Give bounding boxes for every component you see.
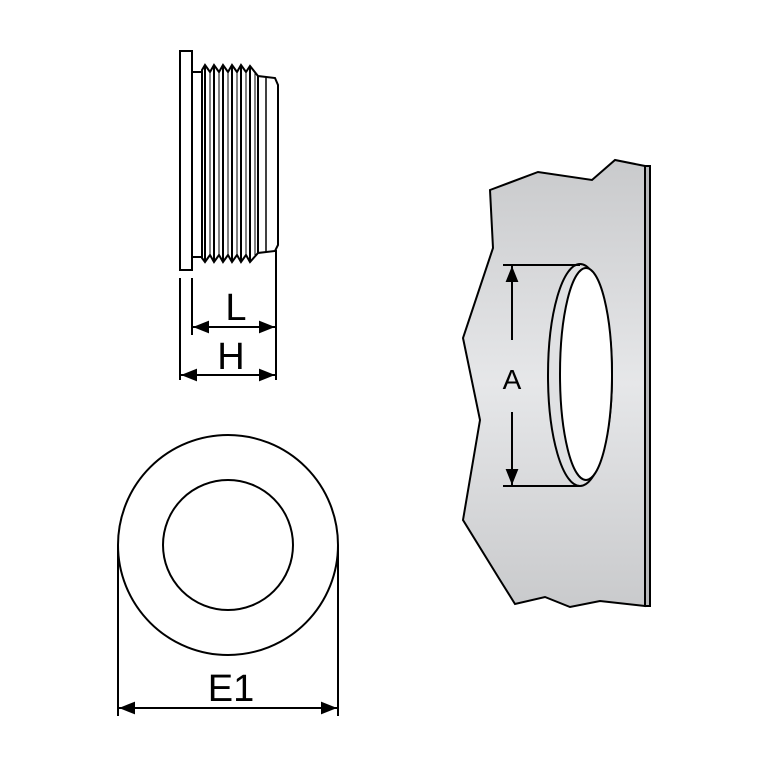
hole-inner [559, 267, 613, 481]
label-A: A [503, 364, 522, 395]
panel-edge [644, 165, 651, 607]
flange-step [191, 71, 203, 258]
thread-lines [204, 66, 256, 261]
inner-circle [162, 479, 294, 611]
panel-view [461, 158, 651, 609]
label-E1: E1 [208, 668, 254, 710]
flange [179, 50, 193, 271]
label-H: H [217, 336, 244, 378]
front-view [117, 434, 339, 716]
label-L: L [225, 287, 246, 329]
side-view [179, 50, 279, 382]
